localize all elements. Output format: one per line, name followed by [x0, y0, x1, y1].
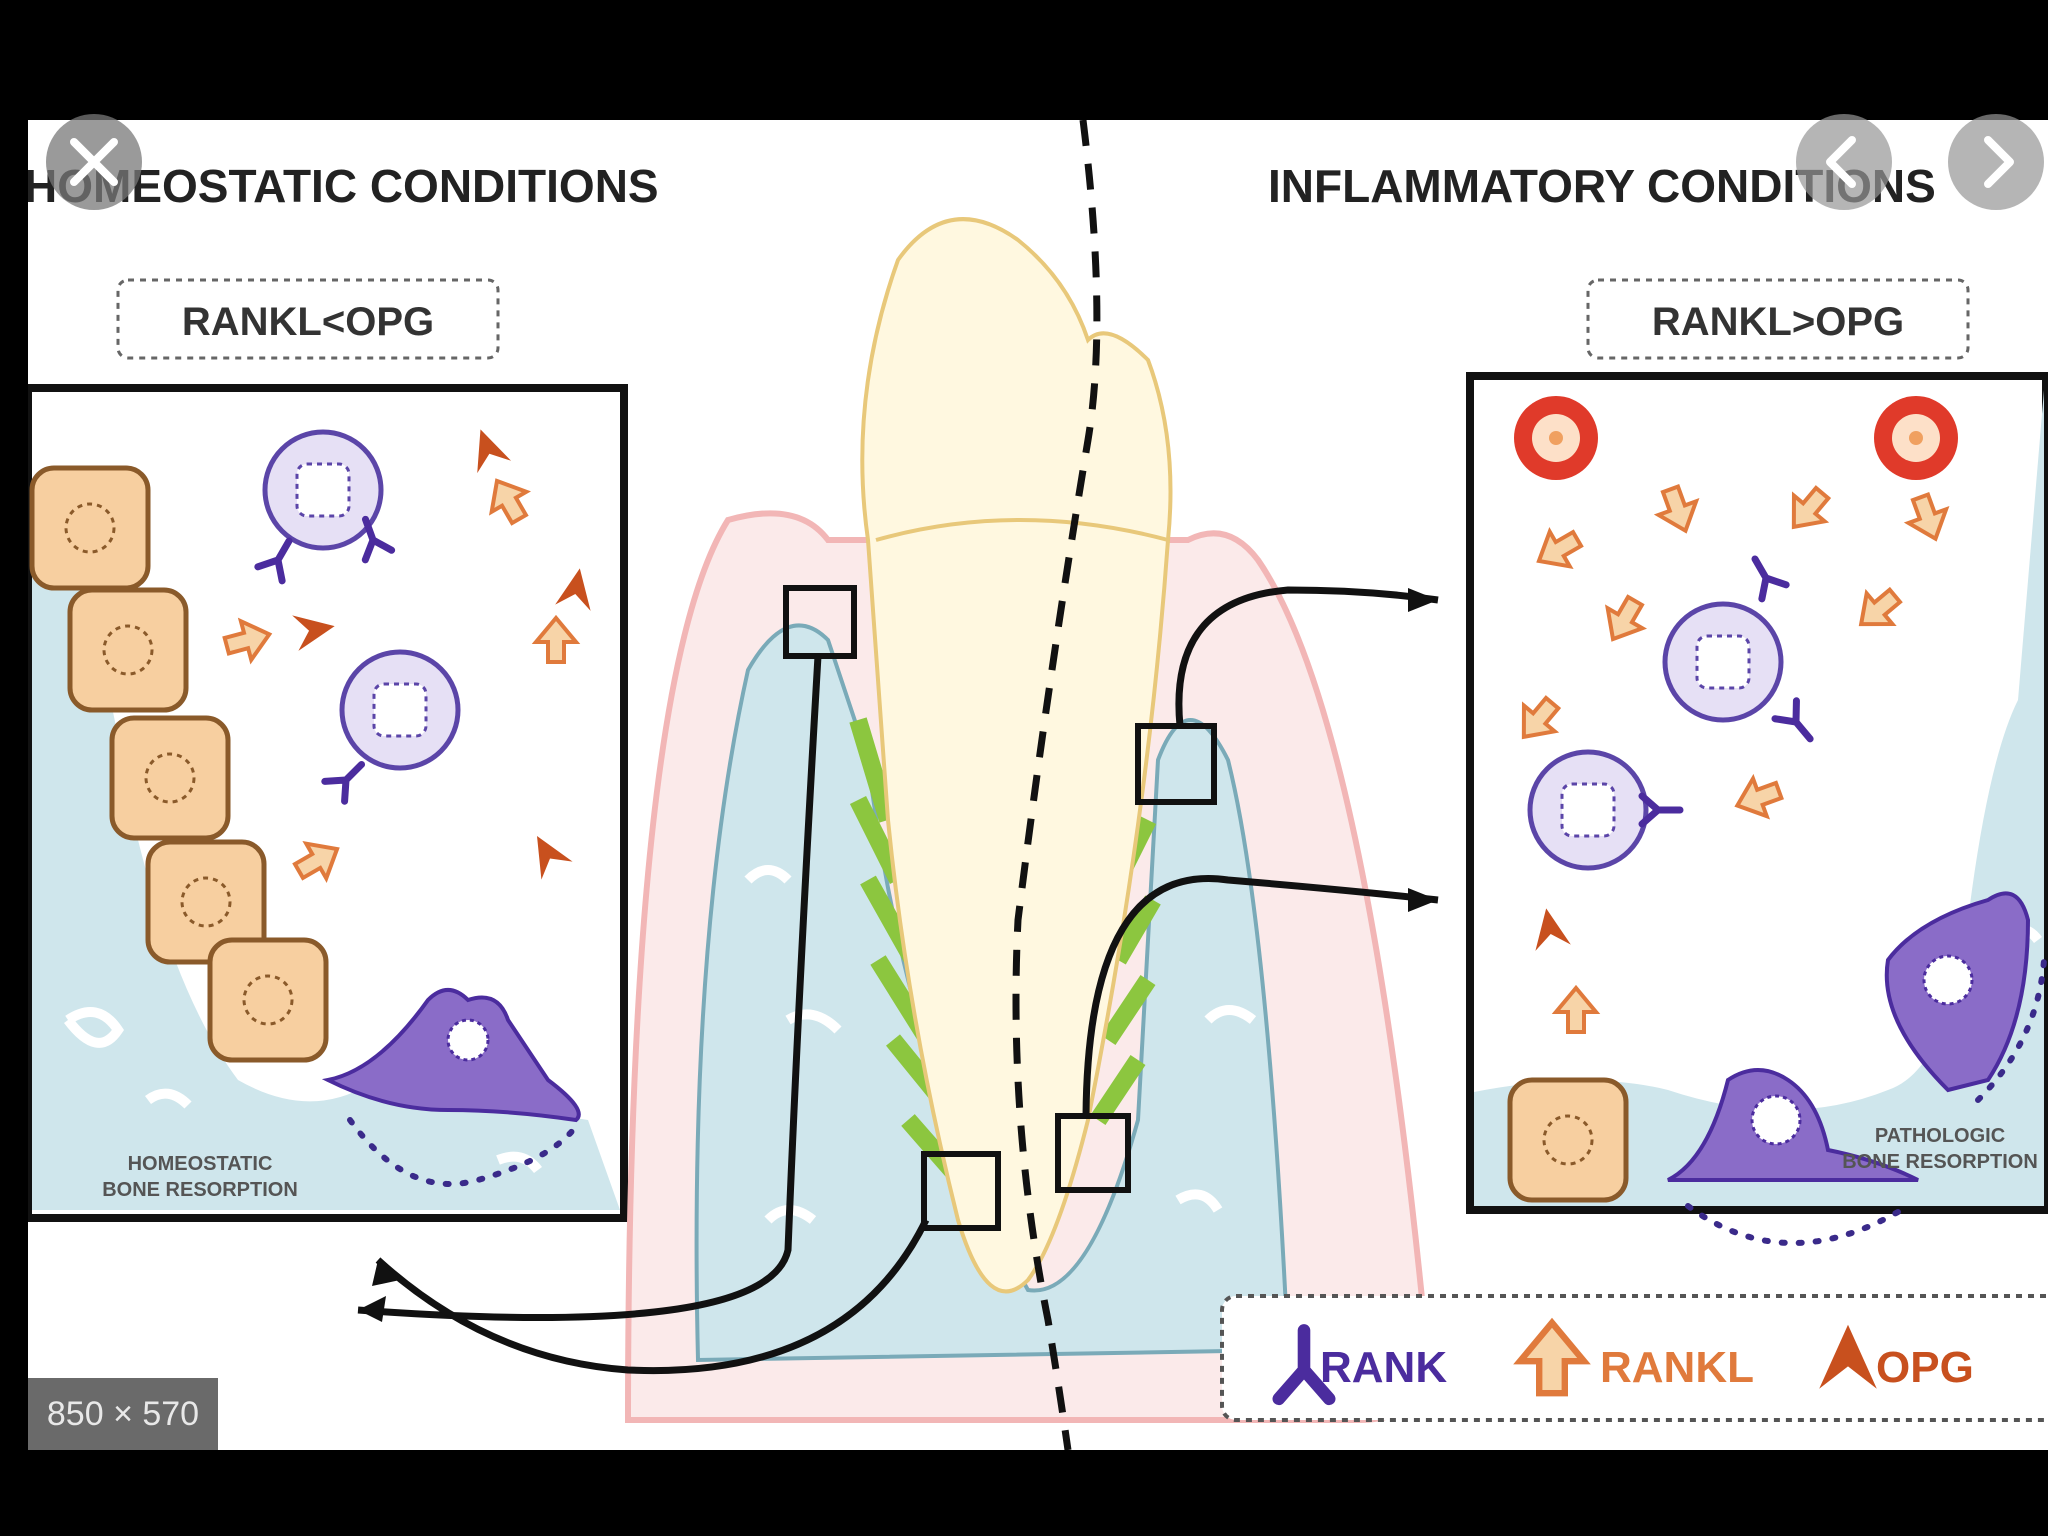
right-caption-line2: BONE RESORPTION: [1842, 1151, 2038, 1173]
left-ratio-label: RANKL<OPG: [182, 300, 434, 344]
zoom-marker: [921, 1151, 1001, 1231]
diagram-figure: HOMEOSTATIC CONDITIONS RANKL<OPG: [24, 119, 2048, 1451]
left-zoom-panel: HOMEOSTATIC BONE RESORPTION: [24, 384, 628, 1222]
left-caption-line2: BONE RESORPTION: [102, 1179, 298, 1201]
pre-osteoclast-cell: [1530, 752, 1646, 868]
right-caption-line1: PATHOLOGIC: [1875, 1125, 2005, 1147]
legend-rankl-label: RANKL: [1600, 1343, 1754, 1392]
chevron-right-icon: [1984, 136, 2014, 188]
right-ratio-label: RANKL>OPG: [1652, 300, 1904, 344]
pre-osteoclast-cell: [1665, 604, 1781, 720]
diagram-svg: HOMEOSTATIC CONDITIONS RANKL<OPG: [24, 119, 2048, 1451]
legend-opg-label: OPG: [1876, 1343, 1974, 1392]
lining-cell: [1510, 1080, 1626, 1200]
right-ratio-box: [1586, 278, 1970, 360]
lining-cell: [112, 718, 228, 838]
lining-cell: [210, 940, 326, 1060]
image-dimensions-badge: 850 × 570: [28, 1378, 218, 1450]
left-caption-line1: HOMEOSTATIC: [128, 1153, 273, 1175]
pre-osteoclast-cell: [265, 432, 381, 548]
inflammatory-cell: [1514, 396, 1598, 480]
left-ratio-box: [116, 278, 500, 360]
osteoclast: [321, 988, 581, 1123]
close-button[interactable]: [46, 114, 142, 210]
next-image-button[interactable]: [1948, 114, 2044, 210]
lining-cell: [32, 468, 148, 588]
divider-line: [1012, 119, 1101, 1451]
legend: RANK RANKL OPG: [1220, 1294, 2048, 1422]
pre-osteoclast-cell: [342, 652, 458, 768]
zoom-marker: [783, 585, 857, 659]
lining-cell: [70, 590, 186, 710]
chevron-left-icon: [1826, 136, 1856, 188]
previous-image-button[interactable]: [1796, 114, 1892, 210]
zoom-marker: [1135, 723, 1217, 805]
inflammatory-cell: [1874, 396, 1958, 480]
right-zoom-panel: PATHOLOGIC BONE RESORPTION: [1466, 372, 2048, 1246]
close-icon: [70, 138, 118, 186]
zoom-marker: [1055, 1113, 1131, 1193]
legend-rank-label: RANK: [1320, 1343, 1447, 1392]
tooth-illustration: [357, 119, 1439, 1451]
